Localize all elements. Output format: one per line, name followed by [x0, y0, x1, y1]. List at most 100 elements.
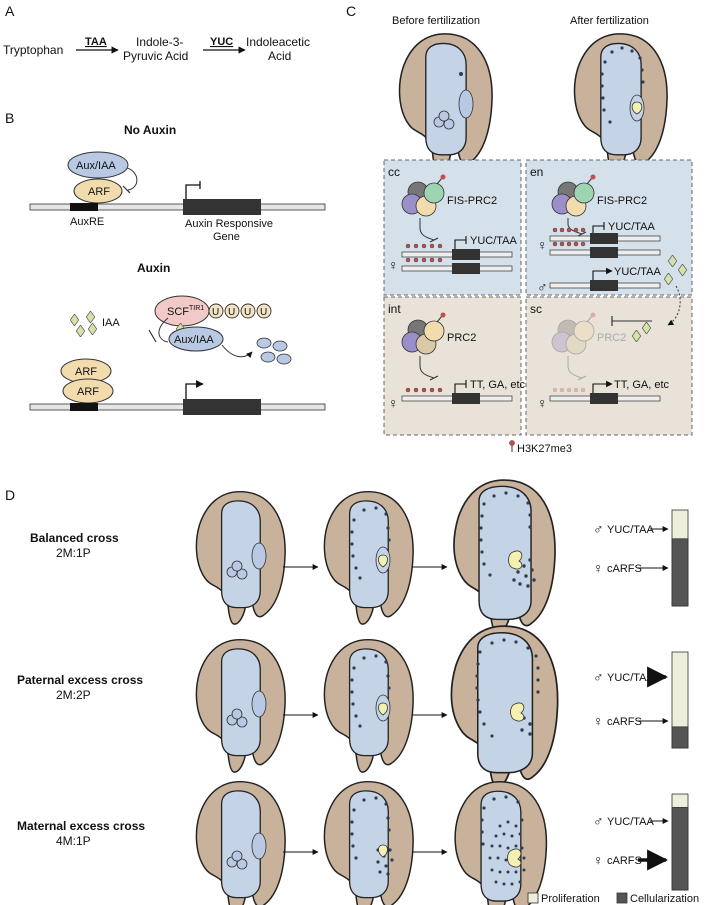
- maternal-allele-en: [549, 222, 661, 258]
- maternal-allele-int: [401, 380, 513, 404]
- ovule-d3-1: [195, 780, 286, 905]
- legend-cellularization-label: Cellularization: [630, 893, 699, 905]
- female-symbol-cc: ♀: [388, 257, 399, 273]
- indole-line1: Indole-3-: [136, 35, 183, 49]
- ovule-d1-3: [453, 479, 556, 634]
- legend-cellularization-swatch: [616, 892, 628, 904]
- iaa-molecules: [70, 311, 97, 337]
- male-symbol-d1: ♂: [593, 521, 604, 537]
- yuc-taa-en1: YUC/TAA: [608, 221, 656, 233]
- paternal-excess-title: Paternal excess cross: [17, 673, 143, 687]
- balanced-cross-ratio: 2M:1P: [56, 546, 91, 560]
- auxin-gene: [183, 199, 261, 215]
- ratio-bar-d1: [671, 509, 689, 607]
- promoter-blocked: [185, 184, 200, 199]
- female-symbol-sc: ♀: [537, 395, 548, 411]
- ovule-d1-1: [195, 490, 286, 625]
- degradation-arrow: [221, 344, 253, 358]
- tryptophan-label: Tryptophan: [3, 43, 63, 57]
- legend-proliferation-swatch: [527, 892, 539, 904]
- auxin-title: Auxin: [137, 261, 170, 275]
- int-label: int: [388, 302, 401, 316]
- aux-iaa-label-2: Aux/IAA: [174, 334, 214, 346]
- male-symbol-d3: ♂: [593, 813, 604, 829]
- ovule-d3-2: [323, 780, 414, 905]
- female-symbol-int: ♀: [388, 395, 399, 411]
- d1-maternal-label: cARFS: [607, 563, 642, 575]
- svg-text:U: U: [212, 307, 219, 318]
- arf-label-1: ARF: [75, 366, 97, 378]
- promoter-active: [185, 380, 204, 399]
- legend-proliferation-label: Proliferation: [541, 893, 600, 905]
- prc2-int-label: PRC2: [447, 332, 476, 344]
- taa-enzyme: TAA: [85, 36, 107, 48]
- aux-iaa-label: Aux/IAA: [76, 160, 116, 172]
- auxre-label: AuxRE: [70, 216, 104, 228]
- female-symbol-d2: ♀: [593, 713, 604, 729]
- panel-c-label: C: [346, 3, 356, 19]
- iaa-line1: Indoleacetic: [246, 35, 310, 49]
- aux-iaa-protein: [67, 151, 129, 179]
- sc-box: [525, 296, 693, 436]
- ubiquitin-chain: U U U U: [208, 303, 272, 319]
- balanced-cross-title: Balanced cross: [30, 531, 119, 545]
- cc-label: cc: [388, 165, 400, 179]
- paternal-excess-ratio: 2M:2P: [56, 688, 91, 702]
- iaa-label: IAA: [102, 317, 120, 329]
- arf-label: ARF: [88, 186, 110, 198]
- auxin-transport-arrow: [667, 285, 681, 326]
- auxin-gene-active: [183, 399, 261, 415]
- female-symbol-en: ♀: [537, 237, 548, 253]
- maternal-excess-title: Maternal excess cross: [17, 819, 145, 833]
- int-box: [383, 296, 522, 436]
- panel-a-label: A: [5, 3, 15, 19]
- svg-text:U: U: [244, 307, 251, 318]
- ratio-bar-d3: [671, 793, 689, 891]
- yuc-taa-en2: YUC/TAA: [614, 266, 662, 278]
- d3-maternal-label: cARFS: [607, 855, 642, 867]
- prc2-sc-faded: [551, 312, 596, 355]
- maternal-allele-sc: [549, 380, 661, 404]
- after-fertilization-label: After fertilization: [570, 15, 649, 27]
- fis-prc2-en: [551, 174, 596, 217]
- h3k27me3-legend: [509, 440, 515, 452]
- cc-box: [383, 159, 522, 296]
- proteasome-fragments: [256, 337, 292, 365]
- prc2-sc-label: PRC2: [597, 332, 626, 344]
- yuc-taa-cc: YUC/TAA: [470, 235, 518, 247]
- arf-label-2: ARF: [77, 386, 99, 398]
- d2-paternal-label: YUC/TAA: [607, 672, 655, 684]
- auxre-element: [70, 203, 98, 211]
- ovule-d1-2: [323, 490, 414, 625]
- ovule-d2-2: [323, 638, 414, 773]
- gene-line2: Gene: [213, 231, 240, 243]
- paternal-allele-en: [549, 267, 661, 291]
- svg-text:U: U: [228, 307, 235, 318]
- iaa-line2: Acid: [268, 49, 291, 63]
- d3-paternal-label: YUC/TAA: [607, 816, 655, 828]
- male-symbol-en: ♂: [537, 279, 548, 295]
- fis-prc2-cc: [401, 174, 446, 217]
- d2-maternal-label: cARFS: [607, 716, 642, 728]
- ovule-after-c: [573, 33, 668, 173]
- panel-b-label: B: [5, 110, 14, 126]
- sc-label: sc: [530, 302, 542, 316]
- fis-prc2-cc-label: FIS-PRC2: [447, 195, 497, 207]
- svg-text:U: U: [260, 307, 267, 318]
- repression-arc: [126, 167, 138, 191]
- aux-iaa-degraded: [168, 326, 224, 352]
- maternal-allele-cc: [401, 236, 513, 274]
- en-label: en: [530, 165, 543, 179]
- maternal-excess-ratio: 4M:1P: [56, 834, 91, 848]
- dna-strand-auxin: [29, 403, 326, 411]
- indole-line2: Pyruvic Acid: [123, 49, 188, 63]
- male-symbol-d2: ♂: [593, 669, 604, 685]
- dna-strand-no-auxin: [29, 203, 326, 211]
- female-symbol-d3: ♀: [593, 852, 604, 868]
- panel-d-label: D: [5, 487, 15, 503]
- scf-label: SCFTIR1: [167, 305, 204, 318]
- female-symbol-d1: ♀: [593, 560, 604, 576]
- before-fertilization-label: Before fertilization: [392, 15, 480, 27]
- prc2-int: [401, 312, 446, 355]
